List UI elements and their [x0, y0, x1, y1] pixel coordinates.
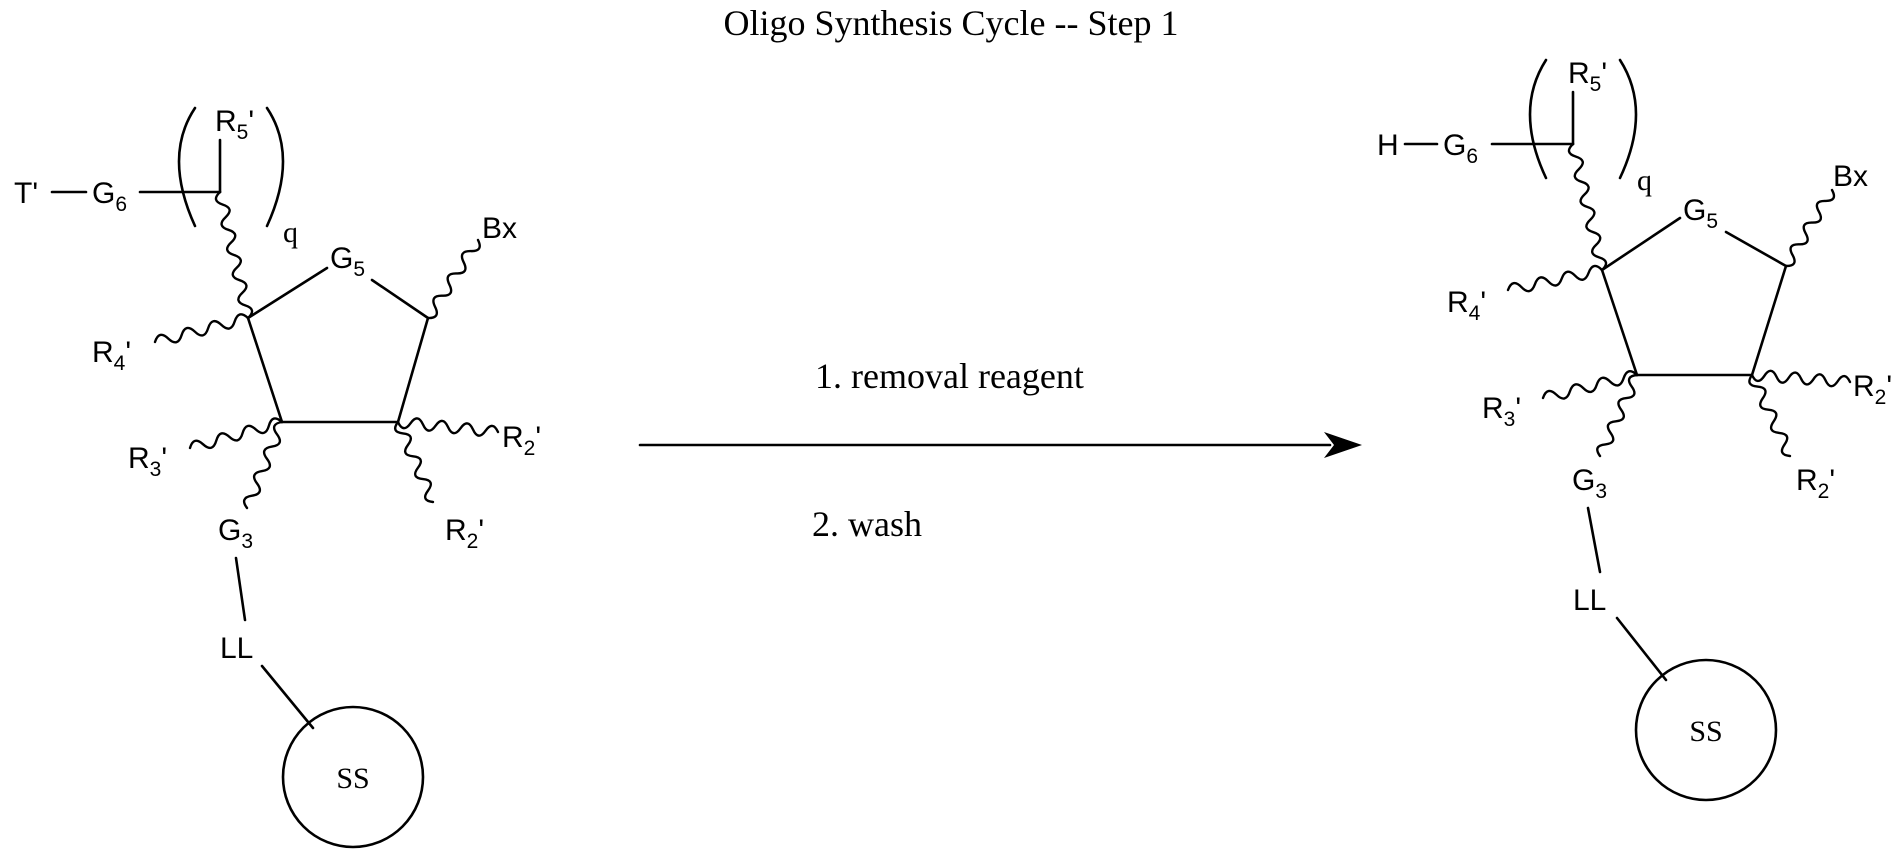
ring-bond-c3-c4	[248, 318, 282, 422]
g5-label: G5	[330, 242, 365, 281]
wavy-bond-c4-r4	[155, 314, 248, 342]
ring-bond-c3-c4-product	[1602, 270, 1637, 375]
wavy-bond-c1-bx-product	[1786, 190, 1834, 266]
ring-bond-c4-g5	[248, 268, 327, 318]
bracket-left-product	[1530, 60, 1546, 178]
g6-label-product: G6	[1443, 129, 1478, 168]
bond-g3-ll-product	[1588, 508, 1600, 572]
wavy-bond-c5-c4	[216, 192, 252, 318]
bx-label: Bx	[482, 212, 517, 245]
condition-step-2: 2. wash	[812, 504, 922, 544]
r4-prime-label-product: R4'	[1447, 286, 1486, 325]
product: H G6 R5' q G5 Bx R4' R3' G3 R2' R2' LL	[1377, 57, 1892, 800]
r2-prime-label-b-product: R2'	[1796, 464, 1835, 503]
wavy-bond-c2-r2b-product	[1749, 375, 1790, 456]
scheme-title: Oligo Synthesis Cycle -- Step 1	[724, 3, 1179, 43]
ring-bond-c1-c2	[398, 318, 428, 422]
wavy-bond-c2-r2a-product	[1752, 371, 1850, 386]
bracket-right	[267, 108, 283, 226]
g3-label: G3	[218, 514, 253, 553]
reaction-arrow: 1. removal reagent 2. wash	[640, 356, 1362, 544]
wavy-bond-c4-r4-product	[1508, 266, 1602, 291]
wavy-bond-c3-r3	[190, 418, 282, 448]
bond-ll-ss	[262, 666, 313, 728]
r3-prime-label-product: R3'	[1482, 392, 1521, 431]
r2-prime-label-a-product: R2'	[1853, 370, 1892, 409]
r2-prime-label-b: R2'	[445, 514, 484, 553]
starting-material: T' G6 R5' q G5 Bx R4' R3' G3 R2' R2' LL	[14, 105, 541, 847]
r4-prime-label: R4'	[92, 336, 131, 375]
bracket-left	[179, 108, 195, 226]
bracket-right-product	[1620, 60, 1636, 178]
wavy-bond-c3-g3-product	[1597, 375, 1637, 456]
q-label: q	[283, 216, 298, 249]
h-label: H	[1377, 129, 1399, 162]
r5-prime-label: R5'	[215, 105, 254, 144]
wavy-bond-c2-r2a	[398, 418, 498, 435]
wavy-bond-c2-r2b	[395, 422, 433, 502]
g3-label-product: G3	[1572, 464, 1607, 503]
ring-bond-g5-c1	[372, 280, 428, 318]
condition-step-1: 1. removal reagent	[815, 356, 1084, 396]
wavy-bond-c3-r3-product	[1543, 371, 1637, 398]
ring-bond-c4-g5-product	[1602, 218, 1680, 270]
ll-label: LL	[220, 632, 253, 665]
wavy-bond-c3-g3	[244, 422, 282, 508]
ss-label-product: SS	[1689, 715, 1722, 748]
t-prime-label: T'	[14, 177, 38, 210]
r5-prime-label-product: R5'	[1568, 57, 1607, 96]
r3-prime-label: R3'	[128, 442, 167, 481]
wavy-bond-c1-bx	[428, 240, 480, 318]
ss-label: SS	[336, 762, 369, 795]
q-label-product: q	[1637, 164, 1652, 197]
bx-label-product: Bx	[1833, 160, 1868, 193]
ll-label-product: LL	[1573, 584, 1606, 617]
r2-prime-label-a: R2'	[502, 421, 541, 460]
g6-label: G6	[92, 177, 127, 216]
bond-ll-ss-product	[1617, 618, 1666, 680]
ring-bond-c1-c2-product	[1752, 266, 1786, 375]
bond-g3-ll	[236, 558, 245, 620]
wavy-bond-c5-c4-product	[1569, 144, 1606, 270]
ring-bond-g5-c1-product	[1726, 232, 1786, 266]
g5-label-product: G5	[1683, 194, 1718, 233]
